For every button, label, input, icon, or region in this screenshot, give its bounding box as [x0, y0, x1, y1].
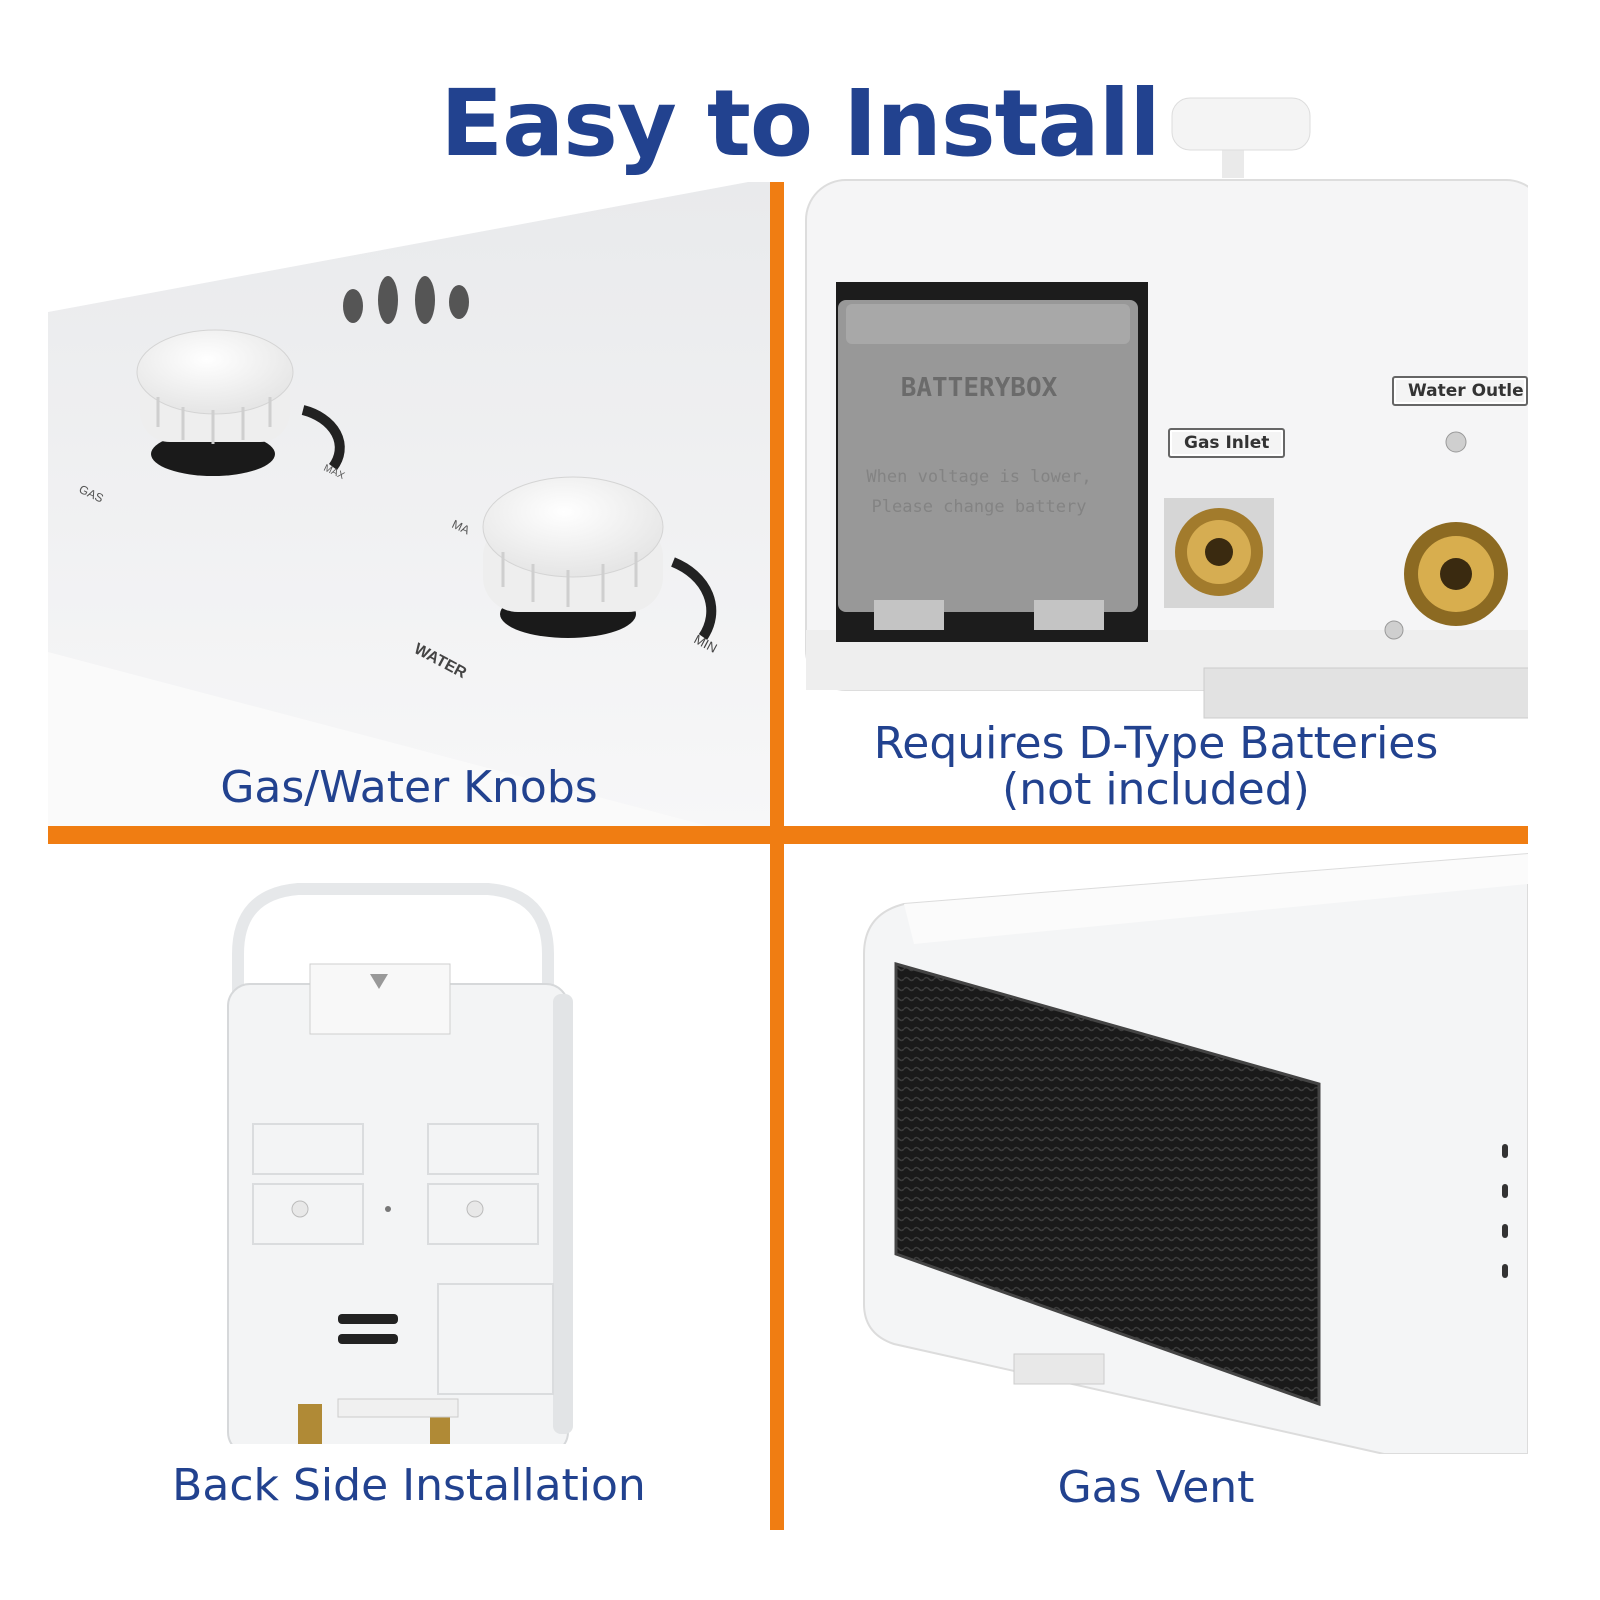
- horizontal-divider: [48, 826, 1528, 844]
- knobs-photo: GAS MAX MA WATER MIN: [48, 182, 770, 826]
- panel-gas-water-knobs: GAS MAX MA WATER MIN Gas/Water Knobs: [48, 182, 770, 826]
- carry-handle: [232, 883, 554, 1084]
- caption-back-side: Back Side Installation: [172, 1460, 646, 1511]
- gas-vent-photo: [863, 852, 1528, 1454]
- bottom-connectors: [298, 1398, 459, 1444]
- indicator-lights: [343, 276, 469, 324]
- gas-inlet-connector: [1164, 498, 1274, 608]
- back-side-photo: [227, 883, 573, 1444]
- panel-back-side: Back Side Installation: [48, 844, 770, 1530]
- top-knob: [1171, 97, 1311, 178]
- battery-note-line2: Please change battery: [872, 497, 1087, 517]
- battery-photo: BATTERYBOX When voltage is lower, Please…: [805, 97, 1528, 719]
- caption-batteries-line2: (not included): [1002, 764, 1310, 815]
- panel-gas-vent: Gas Vent: [784, 844, 1528, 1530]
- gas-inlet-label: Gas Inlet: [1168, 428, 1286, 458]
- caption-batteries-line1: Requires D-Type Batteries: [873, 718, 1439, 769]
- caption-gas-water-knobs: Gas/Water Knobs: [220, 762, 598, 813]
- water-max-label: MA: [450, 517, 472, 537]
- vertical-divider-bottom: [770, 840, 784, 1530]
- battery-box[interactable]: [838, 300, 1138, 630]
- gas-knob[interactable]: [136, 329, 345, 476]
- water-outlet-label: Water Outle: [1392, 376, 1528, 406]
- gas-vent-grille: [894, 962, 1321, 1407]
- battery-box-label: BATTERYBOX: [901, 373, 1058, 403]
- battery-note-line1: When voltage is lower,: [866, 467, 1091, 487]
- panel-battery: BATTERYBOX When voltage is lower, Please…: [784, 90, 1528, 826]
- caption-gas-vent: Gas Vent: [1057, 1462, 1255, 1513]
- page-title: Easy to Install: [440, 70, 1161, 177]
- vertical-divider-top: [770, 182, 784, 830]
- water-knob[interactable]: [482, 476, 717, 640]
- water-outlet-connector: [1384, 431, 1508, 640]
